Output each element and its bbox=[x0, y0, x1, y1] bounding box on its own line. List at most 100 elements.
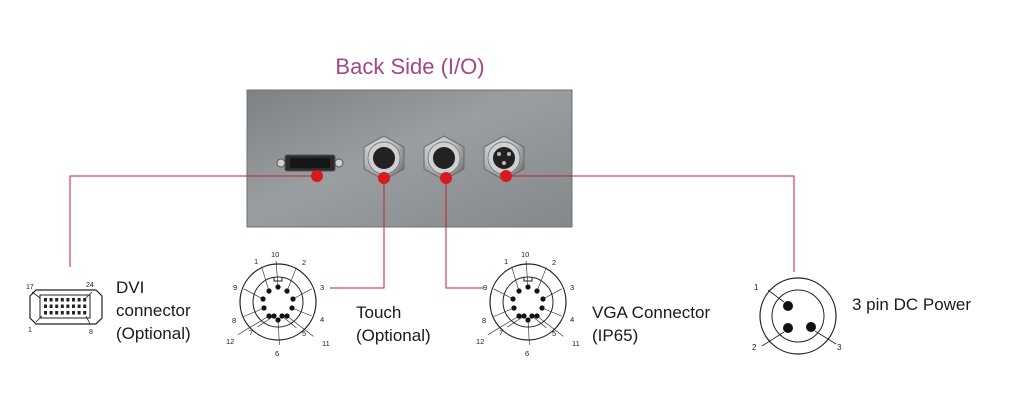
dvi-pin-contact bbox=[83, 304, 87, 308]
touch-pin-leader bbox=[277, 319, 280, 345]
dvi-pin-contact bbox=[44, 298, 47, 302]
touch-pin-leader bbox=[243, 288, 264, 300]
power-pin-1: 1 bbox=[754, 283, 759, 292]
panel-dvi-port bbox=[276, 154, 344, 172]
panel-power-port bbox=[483, 135, 525, 181]
dvi-label: DVI connector (Optional) bbox=[116, 276, 191, 345]
vga-pin-label: 10 bbox=[521, 250, 529, 259]
vga-pin-label: 9 bbox=[483, 283, 487, 292]
touch-label: Touch (Optional) bbox=[356, 301, 431, 347]
vga-label: VGA Connector (IP65) bbox=[592, 301, 710, 347]
vga-label-line: (IP65) bbox=[592, 326, 639, 345]
power-pin-3: 3 bbox=[837, 343, 842, 352]
touch-pin-label: 1 bbox=[254, 257, 258, 266]
dvi-pin-1: 1 bbox=[28, 327, 32, 334]
touch-pin-leader bbox=[281, 315, 297, 329]
power-label: 3 pin DC Power bbox=[852, 293, 971, 316]
dvi-pin-contact bbox=[66, 298, 70, 302]
touch-pin-leader bbox=[242, 307, 265, 318]
vga-pin-label: 11 bbox=[572, 339, 580, 348]
vga-pin-label: 3 bbox=[570, 283, 574, 292]
touch-pin-leader bbox=[261, 266, 270, 292]
touch-pin-label: 12 bbox=[226, 337, 234, 346]
vga-pin-label: 5 bbox=[552, 329, 556, 338]
vga-pin-leader bbox=[511, 266, 520, 292]
dvi-label-line: connector bbox=[116, 301, 191, 320]
dvi-pin-contact bbox=[55, 304, 59, 308]
touch-label-line: (Optional) bbox=[356, 326, 431, 345]
touch-pin-label: 5 bbox=[302, 329, 306, 338]
touch-pin-dot bbox=[271, 313, 277, 319]
dvi-pin-contact bbox=[72, 304, 75, 308]
touch-pin-leader bbox=[286, 267, 297, 292]
diagram-title: Back Side (I/O) bbox=[335, 54, 485, 79]
leader-lines bbox=[69, 175, 795, 289]
dvi-pin-contact bbox=[77, 304, 81, 308]
dvi-pin-contact bbox=[55, 298, 59, 302]
vga-pin-label: 8 bbox=[482, 316, 486, 325]
touch-marker bbox=[378, 172, 390, 184]
leader-dots bbox=[311, 170, 512, 184]
vga-pin-leader bbox=[487, 315, 520, 335]
dvi-pin-contact bbox=[66, 311, 70, 315]
vga-pin-label: 12 bbox=[476, 337, 484, 346]
dvi-label-line: DVI bbox=[116, 278, 145, 297]
touch-pin-leader bbox=[291, 307, 312, 317]
vga-pin-leader bbox=[531, 315, 547, 329]
vga-pin-leader bbox=[541, 307, 562, 317]
vga-pin-leader bbox=[525, 260, 529, 288]
panel-touch-port bbox=[363, 135, 405, 181]
dvi-pin-contact bbox=[44, 311, 47, 315]
touch-leader-line bbox=[330, 178, 385, 289]
dvi-pin-contact bbox=[83, 311, 87, 315]
dvi-label-line: (Optional) bbox=[116, 324, 191, 343]
dvi-pin-contact bbox=[55, 311, 59, 315]
touch-pin-label: 8 bbox=[232, 316, 236, 325]
dvi-leader-line bbox=[69, 175, 317, 267]
vga-pin-label: 4 bbox=[570, 315, 574, 324]
touch-pin-label: 9 bbox=[233, 283, 237, 292]
touch-pin-leader bbox=[292, 288, 312, 300]
touch-label-line: Touch bbox=[356, 303, 402, 322]
vga-pin-leader bbox=[536, 315, 564, 337]
touch-pin-label: 3 bbox=[320, 283, 324, 292]
touch-pin-leader bbox=[286, 315, 314, 337]
power-pin-2: 2 bbox=[752, 343, 757, 352]
vga-pin-leader bbox=[536, 267, 547, 292]
dvi-pin-contact bbox=[72, 311, 75, 315]
dvi-pin-contact bbox=[77, 298, 81, 302]
vga-pin-label: 7 bbox=[499, 328, 503, 337]
dvi-pin-contact bbox=[66, 304, 70, 308]
power-connector-icon: 1 2 3 bbox=[752, 277, 842, 355]
dvi-pin-24: 24 bbox=[86, 282, 94, 289]
dvi-pin-8: 8 bbox=[89, 329, 93, 336]
back-panel-photo bbox=[246, 89, 573, 228]
vga-pin-dot bbox=[521, 313, 527, 319]
vga-pin-label: 1 bbox=[504, 257, 508, 266]
dvi-pin-contact bbox=[60, 304, 64, 308]
dvi-pin-17: 17 bbox=[26, 284, 34, 291]
touch-pin-leader bbox=[275, 260, 279, 288]
dvi-pin-contact bbox=[77, 311, 81, 315]
dvi-pin-contact bbox=[44, 304, 47, 308]
vga-leader-line bbox=[445, 178, 484, 289]
vga-pin-label: 2 bbox=[552, 258, 556, 267]
touch-pin-label: 10 bbox=[271, 250, 279, 259]
touch-pin-label: 6 bbox=[275, 349, 279, 358]
dvi-pin-contact bbox=[83, 298, 87, 302]
vga-pin-leader bbox=[492, 307, 515, 318]
vga-pin-leader bbox=[527, 319, 530, 345]
vga-pin-leader bbox=[493, 288, 514, 300]
dvi-pin-contact bbox=[49, 304, 53, 308]
touch-pin-leader bbox=[257, 315, 275, 328]
vga-label-line: VGA Connector bbox=[592, 303, 711, 322]
touch-pin-label: 7 bbox=[249, 328, 253, 337]
dvi-marker bbox=[311, 170, 323, 182]
touch-pin-label: 2 bbox=[302, 258, 306, 267]
dvi-pin-contact bbox=[49, 298, 53, 302]
dvi-pin-contact bbox=[72, 298, 75, 302]
